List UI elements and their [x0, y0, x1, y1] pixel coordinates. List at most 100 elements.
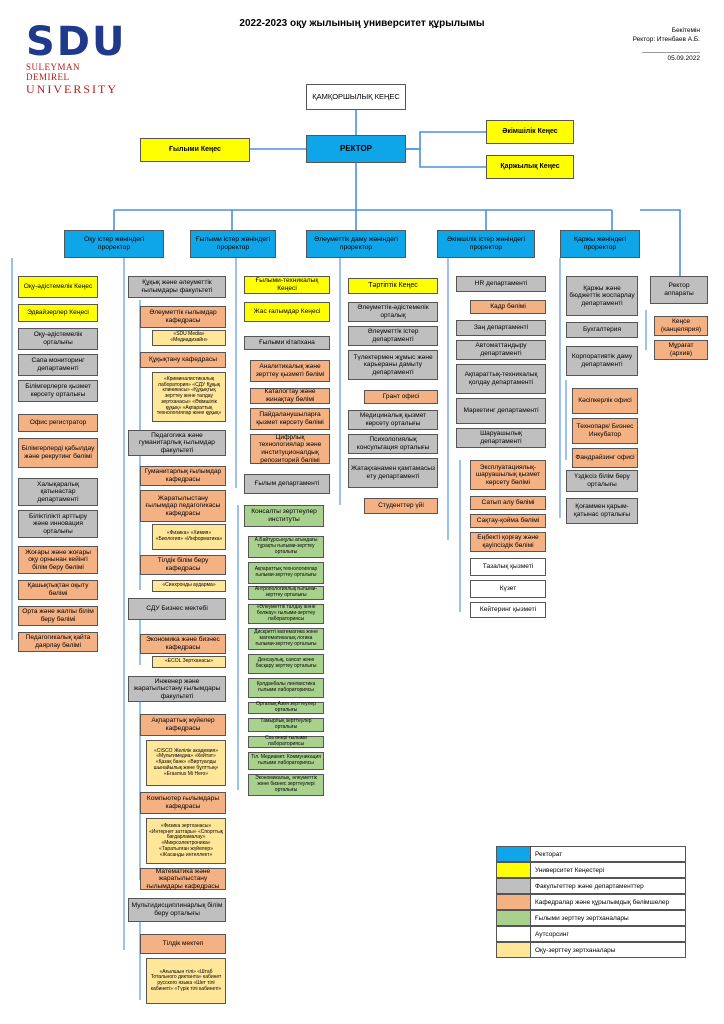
labs-law: «Криминалистикалық лаборатория» «СДУ Құқ…: [152, 372, 226, 422]
research-lab: Тамырлық зерттеулер орталығы: [248, 718, 324, 732]
col1-item: Біліктілікті арттыру және инновация орта…: [18, 510, 98, 538]
col1-item: Оқу-әдістемелік Кеңес: [18, 276, 98, 298]
science-council: Ғылыми Кеңес: [140, 138, 250, 162]
col1-item: Халықаралық қатынастар департаменті: [18, 478, 98, 506]
col3-item: Ғылыми-техникалық Кеңесі: [244, 276, 330, 294]
col6-item: Қоғаммен қарым-қатынас орталығы: [566, 498, 638, 524]
research-lab: Экономикалық, әлеуметтік және бизнес зер…: [248, 774, 324, 796]
research-lab: Дискретті математика және математикалық …: [248, 628, 324, 650]
col3-item: Консалты зерттеулер институты: [244, 505, 324, 527]
col5-item: Еңбекті қорғау және қауіпсіздік бөлімі: [470, 532, 546, 552]
col3-item: Каталогтау және жинақтау бөлімі: [250, 388, 330, 404]
col5-item: Күзет: [470, 580, 546, 598]
col5-item: Сақтау-қойма бөлімі: [470, 514, 546, 528]
approval-line-1: Бекітемін: [671, 27, 700, 34]
research-lab: «Әлеуметтік талдау және болжау» ғылыми-з…: [248, 604, 324, 624]
col6-item: Фандрайзинг офисі: [572, 448, 638, 468]
board-of-trustees: ҚАМҚОРШЫЛЫҚ КЕҢЕС: [306, 84, 406, 110]
dept-natural-pedagogy: Жаратылыстану ғылымдар педагогикасы кафе…: [140, 490, 226, 522]
legend-item: Университет Кеңестері: [496, 862, 686, 878]
dept-information-systems: Ақпараттық жүйелер кафедрасы: [140, 714, 226, 736]
col5-item: Маркетинг департаменті: [456, 398, 546, 424]
sdu-business-school: СДУ Бизнес мектебі: [128, 598, 226, 620]
col4-item: Түлектермен жұмыс және карьераны дамыту …: [348, 350, 438, 380]
multidisciplinary-center: Мультидисциплинарлық білім беру орталығы: [128, 898, 226, 922]
col4-item: Студенттер үйі: [364, 498, 438, 514]
col4-item: Медициналық қызмет көрсету орталығы: [348, 410, 438, 430]
col5-item: Эксплуатациялық-шаруашылық қызмет көрсет…: [470, 460, 546, 490]
col6-item: Қаржы және бюджеттік жоспарлау департаме…: [566, 276, 638, 316]
col6-item: Кәсіпкерлік офисі: [572, 388, 638, 414]
vice-rector-science: Ғылыми істер жөніндегі проректор: [190, 230, 276, 258]
vice-rector-academic: Оқу істер жөніндегі проректор: [64, 230, 164, 258]
col5-item: Тазалық қызметі: [470, 558, 546, 576]
col6-item: Бухгалтерия: [566, 322, 638, 338]
col1-item: Орта және жалпы білім беру бөлімі: [18, 606, 98, 626]
faculty-law-social: Құқық және әлеуметтік ғылымдары факульте…: [128, 276, 226, 298]
col5-item: Автоматтандыру департаменті: [456, 340, 546, 360]
col1-item: Жоғары және жоғары оқу орнынан кейінгі б…: [18, 546, 98, 574]
rector: РЕКТОР: [306, 135, 406, 163]
col5-item: Шаруашылық департаменті: [456, 428, 546, 448]
research-lab: А.Байтұрсынұлы атындағы тұрақты ғылыми-з…: [248, 536, 324, 558]
admin-council: Әкімшілік Кеңес: [486, 120, 574, 144]
col3-item: Пайдаланушыларға қызмет көрсету бөлімі: [250, 408, 330, 430]
col3-item: Ғылыми кітапхана: [244, 336, 330, 350]
col1-item: Сапа мониторинг департаменті: [18, 354, 98, 376]
logo-line-1: SULEYMAN DEMIREL: [26, 62, 81, 82]
faculty-pedagogy: Педагогика және гуманитарлық ғылымдар фа…: [128, 430, 226, 456]
col6-item: Үздіксіз білім беру орталығы: [566, 470, 638, 492]
dept-mathematics: Математика және жаратылыстану ғылымдары …: [140, 868, 226, 890]
labs-natural-pedagogy: «Физика» «Химия» «Биология» «Информатика…: [152, 524, 226, 550]
research-lab: Орталық Азия зерттеулер орталығы: [248, 701, 324, 714]
col1-item: Педагогикалық қайта даярлау бөлімі: [18, 632, 98, 652]
labs-language-education: «Синхронды аударма»: [152, 580, 226, 592]
col4-item: Психологиялық консультация орталығы: [348, 434, 438, 454]
col5-item: HR департаменті: [456, 276, 546, 292]
research-lab: Ақпараттық технологиялар ғылыми-зерттеу …: [248, 562, 324, 584]
col4-item: Тәртіптік Кеңес: [348, 278, 438, 294]
col6-item: Технопарк/ Бизнес Инкубатор: [572, 418, 638, 444]
dept-social-sciences: Әлеуметтік ғылымдар кафедрасы: [140, 306, 226, 328]
dept-humanities: Гуманитарлық ғылымдар кафедрасы: [140, 466, 226, 486]
col1-item: Офис регистратор: [18, 414, 98, 432]
research-lab: Тіл. Медиамет. Коммуникация ғылыми лабор…: [248, 752, 324, 770]
col3-item: Ғылым департаменті: [244, 474, 330, 494]
research-lab: Қолданбалы лингвистика ғылыми лаборатори…: [248, 678, 324, 698]
finance-council: Қаржылық Кеңес: [486, 155, 574, 179]
dept-economics-business: Экономика және бизнес кафедрасы: [140, 634, 226, 654]
legend-item: Ғылыми зерттеу зертханалары: [496, 910, 686, 926]
approval-line-2: Ректор: Итенбаев А.Б.: [632, 36, 700, 44]
approval-signature: ________________: [642, 45, 700, 53]
chancellery: Кеңсе (канцелярия): [654, 316, 708, 336]
labs-language-school: «Ағылшын тілі» «Штаб Тотального диктанта…: [146, 958, 226, 1004]
col1-item: Қашықтықтан оқыту бөлімі: [18, 580, 98, 600]
col1-item: Білімгерлерге қызмет көрсету орталығы: [18, 380, 98, 402]
legend-item: Аутсорсинг: [496, 926, 686, 942]
dept-computer-science: Компьютер ғылымдары кафедрасы: [140, 792, 226, 814]
dept-law: Құқықтану кафедрасы: [140, 352, 226, 368]
legend-item: Ректорат: [496, 846, 686, 862]
archive: Мұрағат (архив): [654, 340, 708, 360]
labs-social: «SDU Media» «Медиадизайн»: [152, 330, 226, 346]
research-lab: Антропологиялық ғылыми-зерттеу орталығы: [248, 586, 324, 600]
faculty-engineering: Инженер және жаратылыстану ғылымдары фак…: [128, 676, 226, 702]
vice-rector-social: Әлеуметтік даму жөніндегі проректор: [306, 230, 406, 258]
col5-item: Ақпараттық-техникалық қолдау департамент…: [456, 364, 546, 394]
col3-item: Аналитикалық және зерттеу қызметі бөлімі: [250, 360, 330, 382]
research-lab: Денсаулық, саясат және басқару зерттеу о…: [248, 654, 324, 674]
page-title: 2022-2023 оқу жылының университет құрылы…: [239, 18, 485, 29]
col4-item: Жатақханамен қамтамасыз ету департаменті: [348, 458, 438, 488]
legend-item: Кафедралар және құрылымдық бөлімшелер: [496, 894, 686, 910]
legend-item: Оқу-зерттеу зертханалары: [496, 942, 686, 958]
vice-rector-admin: Әкімшілік істер жөніндегі проректор: [437, 230, 535, 258]
language-school: Тілдік мектеп: [140, 934, 226, 954]
legend-item: Факультеттер және департаменттер: [496, 878, 686, 894]
col3-item: Цифрлық технологиялар және институционал…: [250, 434, 330, 464]
logo: SDU SULEYMAN DEMIREL UNIVERSITY: [26, 22, 126, 96]
rector-office: Ректор аппараты: [650, 276, 708, 304]
approval-date: 05.09.2022: [667, 55, 700, 63]
logo-line-2: UNIVERSITY: [26, 82, 118, 96]
col1-item: Эдвайзерлер Кеңесі: [18, 304, 98, 322]
